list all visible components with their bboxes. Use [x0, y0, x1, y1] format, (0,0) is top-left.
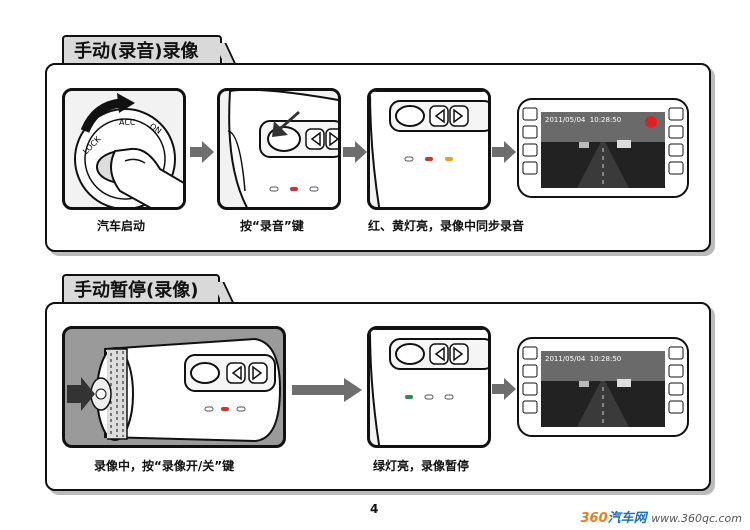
step-caption: 红、黄灯亮，录像中同步录音 — [368, 219, 525, 233]
arrow-right-icon — [492, 378, 516, 400]
step-caption: 汽车启动 — [97, 219, 146, 233]
head-unit-recording: 2011/05/04 10:28:50 — [517, 98, 689, 198]
step-caption: 按“录音”键 — [240, 219, 304, 233]
camera-leds-drawing — [370, 91, 488, 207]
head-unit-paused: 2011/05/04 10:28:50 — [517, 337, 689, 437]
head-unit-drawing — [517, 337, 689, 437]
step-caption: 录像中，按“录像开/关”键 — [94, 459, 235, 473]
watermark-brand: 汽车网 — [607, 511, 647, 526]
section-title-tab: 手动(录音)录像 — [62, 35, 222, 65]
ignition-key-drawing: LOCK ACC ON — [74, 93, 183, 207]
screen-timestamp: 2011/05/04 10:28:50 — [545, 116, 622, 124]
led-red-yellow-illustration — [367, 88, 491, 210]
head-unit-drawing — [517, 98, 689, 198]
arrow-right-icon — [292, 378, 362, 402]
step-caption: 绿灯亮，录像暂停 — [373, 459, 470, 473]
section-title: 手动(录音)录像 — [74, 41, 199, 62]
section-title: 手动暂停(录像) — [74, 280, 199, 301]
screen-timestamp: 2011/05/04 10:28:50 — [545, 355, 622, 363]
camera-leds-drawing — [370, 329, 488, 445]
watermark-url: www.360qc.com — [651, 512, 742, 525]
acc-label: ACC — [119, 118, 136, 127]
led-green-illustration — [367, 326, 491, 448]
camera-button-illustration — [217, 88, 341, 210]
camera-body-drawing — [227, 91, 338, 207]
camera-side-illustration — [62, 326, 286, 448]
watermark-360: 360 — [580, 511, 608, 526]
page-number: 4 — [370, 502, 379, 516]
camera-side-drawing — [67, 337, 282, 443]
arrow-right-icon — [492, 141, 516, 163]
watermark: 360汽车网 www.360qc.com — [581, 507, 743, 526]
section-title-tab: 手动暂停(录像) — [62, 274, 220, 304]
arrow-right-icon — [190, 141, 214, 163]
arrow-right-icon — [343, 141, 367, 163]
ignition-illustration: LOCK ACC ON — [62, 88, 186, 210]
